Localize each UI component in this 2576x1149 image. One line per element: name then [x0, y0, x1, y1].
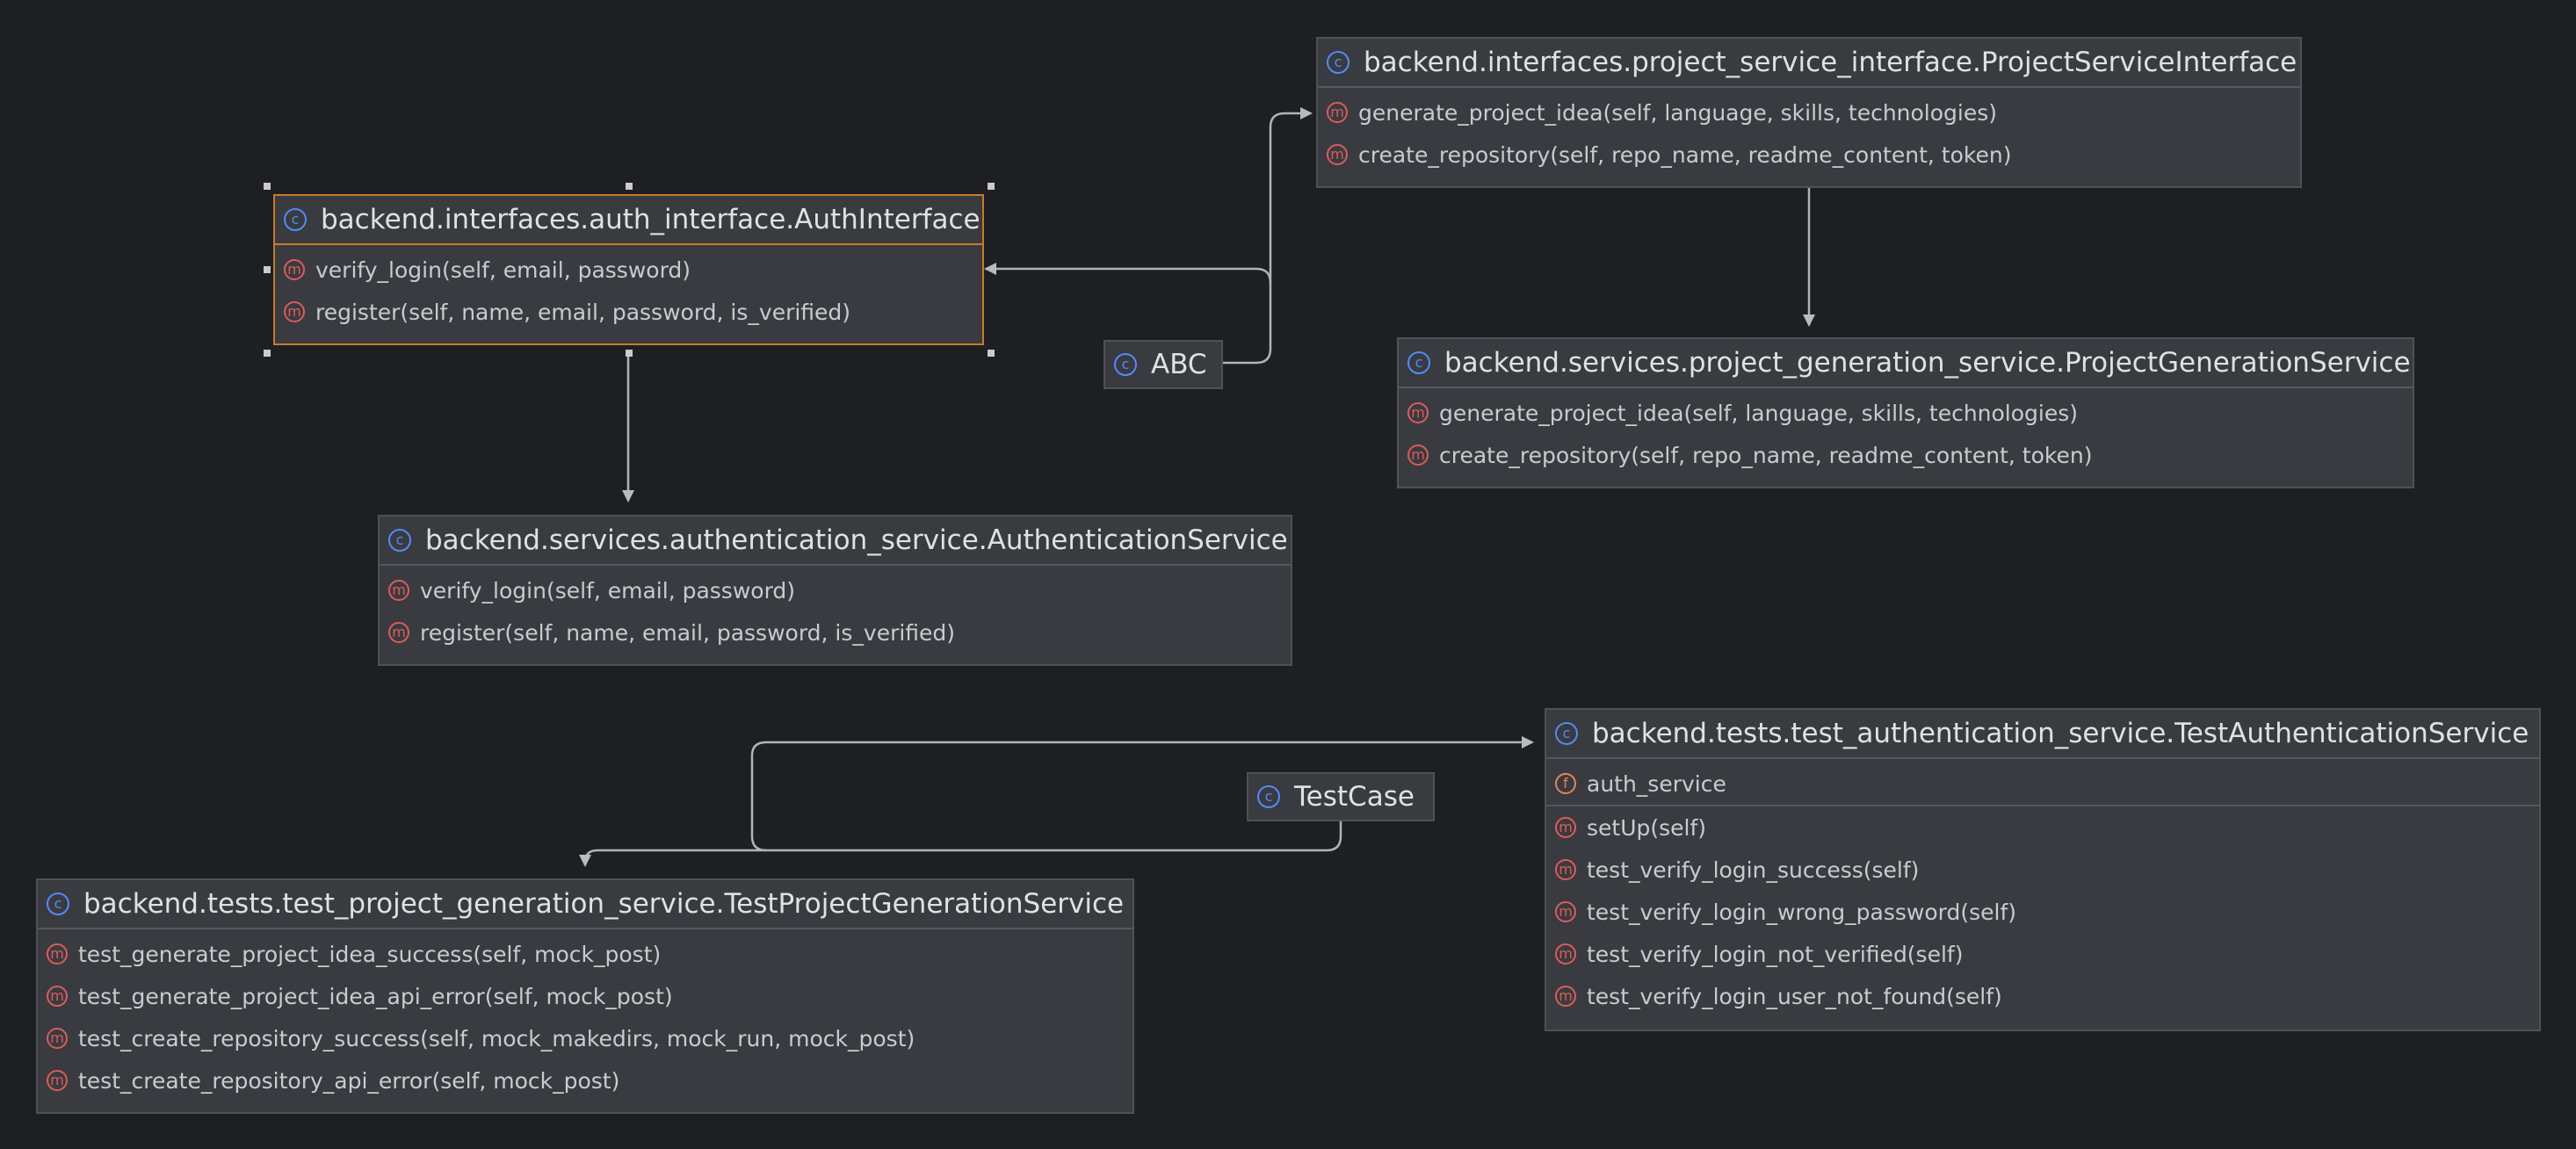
class-icon: c [284, 208, 307, 231]
resize-handle-middle-left[interactable] [264, 266, 271, 273]
method-icon: m [1555, 859, 1576, 880]
edge-testcase-to-testauthenticationservice [750, 736, 1534, 852]
method-row: m test_create_repository_api_error(self,… [38, 1059, 1132, 1102]
method-icon: m [1407, 444, 1429, 466]
method-icon: m [47, 986, 68, 1007]
method-signature: test_generate_project_idea_api_error(sel… [78, 983, 673, 1009]
class-name: ABC [1151, 349, 1207, 380]
class-name: backend.interfaces.auth_interface.AuthIn… [321, 204, 980, 235]
resize-handle-bottom-middle[interactable] [626, 350, 633, 357]
class-node-project-service-interface[interactable]: c backend.interfaces.project_service_int… [1316, 37, 2302, 188]
method-signature: register(self, name, email, password, is… [315, 299, 851, 325]
class-header: c backend.interfaces.project_service_int… [1318, 39, 2300, 88]
class-node-auth-interface[interactable]: c backend.interfaces.auth_interface.Auth… [273, 194, 984, 345]
method-icon: m [1555, 817, 1576, 838]
class-header: c backend.services.project_generation_se… [1399, 339, 2413, 388]
method-signature: test_generate_project_idea_success(self,… [78, 941, 662, 967]
class-header: c ABC [1105, 342, 1221, 387]
method-icon: m [1555, 943, 1576, 965]
class-icon: c [1327, 51, 1350, 74]
resize-handle-top-middle[interactable] [626, 183, 633, 190]
method-row: m verify_login(self, email, password) [275, 249, 982, 291]
class-header: c backend.services.authentication_servic… [380, 517, 1291, 566]
method-row: m create_repository(self, repo_name, rea… [1399, 434, 2413, 476]
method-row: m register(self, name, email, password, … [275, 291, 982, 333]
method-row: m test_verify_login_wrong_password(self) [1546, 891, 2539, 933]
method-icon: m [47, 943, 68, 965]
method-row: m setUp(self) [1546, 806, 2539, 849]
method-row: m test_verify_login_not_verified(self) [1546, 933, 2539, 975]
method-icon: m [388, 580, 409, 601]
class-icon: c [47, 892, 69, 915]
class-node-test-project-generation-service[interactable]: c backend.tests.test_project_generation_… [36, 878, 1134, 1114]
method-signature: test_verify_login_user_not_found(self) [1587, 983, 2002, 1009]
class-name: backend.services.project_generation_serv… [1444, 347, 2411, 379]
class-node-testcase[interactable]: c TestCase [1247, 772, 1435, 821]
class-icon: c [388, 529, 411, 552]
method-row: m generate_project_idea(self, language, … [1399, 392, 2413, 434]
edge-testcase-to-testprojectgenerationservice [579, 849, 766, 867]
method-icon: m [1327, 102, 1348, 123]
method-row: m test_generate_project_idea_api_error(s… [38, 975, 1132, 1017]
field-name: auth_service [1587, 770, 1726, 797]
method-row: m test_verify_login_success(self) [1546, 849, 2539, 891]
method-icon: m [1327, 144, 1348, 165]
method-icon: m [1407, 402, 1429, 423]
resize-handle-bottom-right[interactable] [988, 350, 995, 357]
edge-abc-to-projectserviceinterface [1269, 107, 1313, 283]
method-signature: generate_project_idea(self, language, sk… [1358, 99, 1998, 126]
method-signature: test_verify_login_success(self) [1587, 856, 1920, 883]
method-signature: verify_login(self, email, password) [315, 257, 691, 283]
method-icon: m [284, 301, 305, 322]
edge-abc-to-authinterface [984, 263, 1272, 365]
method-row: m verify_login(self, email, password) [380, 569, 1291, 611]
method-icon: m [1555, 986, 1576, 1007]
method-icon: m [47, 1028, 68, 1049]
class-name: backend.tests.test_project_generation_se… [83, 888, 1125, 920]
resize-handle-top-right[interactable] [988, 183, 995, 190]
class-node-abc[interactable]: c ABC [1103, 340, 1223, 389]
resize-handle-top-left[interactable] [264, 183, 271, 190]
method-icon: m [388, 622, 409, 643]
method-row: m create_repository(self, repo_name, rea… [1318, 134, 2300, 176]
class-header: c backend.tests.test_authentication_serv… [1546, 710, 2539, 759]
method-signature: generate_project_idea(self, language, sk… [1439, 400, 2079, 426]
method-signature: create_repository(self, repo_name, readm… [1439, 442, 2093, 468]
method-icon: m [1555, 901, 1576, 922]
method-signature: test_verify_login_not_verified(self) [1587, 941, 1964, 967]
method-row: m generate_project_idea(self, language, … [1318, 91, 2300, 134]
class-name: backend.interfaces.project_service_inter… [1364, 47, 2297, 78]
class-name: backend.services.authentication_service.… [425, 524, 1288, 556]
method-signature: test_create_repository_success(self, moc… [78, 1025, 915, 1051]
method-row: m test_generate_project_idea_success(sel… [38, 933, 1132, 975]
method-icon: m [47, 1070, 68, 1091]
class-node-test-authentication-service[interactable]: c backend.tests.test_authentication_serv… [1545, 708, 2541, 1031]
method-signature: setUp(self) [1587, 814, 1707, 841]
method-signature: verify_login(self, email, password) [420, 577, 796, 603]
field-icon: f [1555, 773, 1576, 794]
class-icon: c [1555, 722, 1578, 745]
method-signature: register(self, name, email, password, is… [420, 619, 956, 646]
method-row: m test_verify_login_user_not_found(self) [1546, 975, 2539, 1017]
class-name: backend.tests.test_authentication_servic… [1592, 718, 2529, 749]
field-row: f auth_service [1546, 762, 2539, 806]
method-signature: test_create_repository_api_error(self, m… [78, 1067, 620, 1094]
class-icon: c [1114, 353, 1137, 376]
class-header: c TestCase [1248, 774, 1433, 820]
method-icon: m [284, 259, 305, 280]
method-signature: create_repository(self, repo_name, readm… [1358, 141, 2012, 168]
resize-handle-bottom-left[interactable] [264, 350, 271, 357]
class-node-project-generation-service[interactable]: c backend.services.project_generation_se… [1397, 337, 2414, 488]
class-name: TestCase [1294, 781, 1415, 813]
method-row: m test_create_repository_success(self, m… [38, 1017, 1132, 1059]
class-icon: c [1257, 785, 1280, 808]
method-row: m register(self, name, email, password, … [380, 611, 1291, 654]
method-signature: test_verify_login_wrong_password(self) [1587, 899, 2017, 925]
class-header: c backend.tests.test_project_generation_… [38, 880, 1132, 929]
class-icon: c [1407, 351, 1430, 374]
class-node-authentication-service[interactable]: c backend.services.authentication_servic… [378, 515, 1292, 666]
class-header: c backend.interfaces.auth_interface.Auth… [275, 196, 982, 245]
